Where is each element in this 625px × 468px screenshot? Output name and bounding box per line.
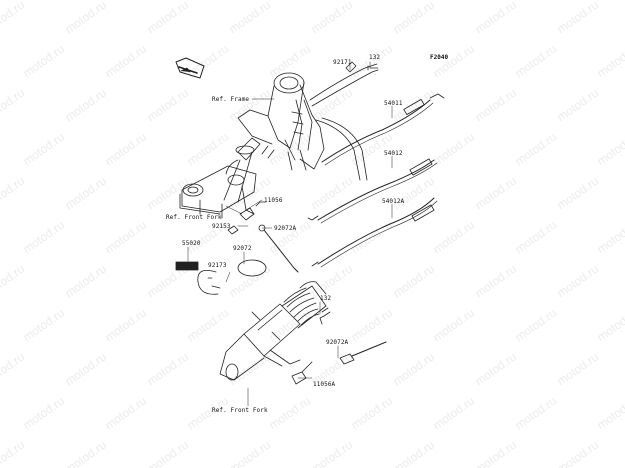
label-ref-front-fork-top: Ref. Front Fork <box>166 214 222 221</box>
label-54011: 54011 <box>384 100 403 107</box>
front-arrow-icon <box>175 57 205 79</box>
label-ref-front-fork-bottom: Ref. Front Fork <box>212 407 268 414</box>
label-55020: 55020 <box>182 240 201 247</box>
label-54012a: 54012A <box>382 198 405 205</box>
label-55020-swatch <box>175 261 199 271</box>
frame-steering-head <box>237 63 379 181</box>
label-11056: 11056 <box>264 197 283 204</box>
label-132-bottom: 132 <box>320 295 332 302</box>
figure-code: F2040 <box>430 54 449 61</box>
label-92072a-top: 92072A <box>274 225 297 232</box>
leader-lines <box>187 61 393 407</box>
label-132-top: 132 <box>369 54 381 61</box>
label-ref-frame: Ref. Frame <box>212 96 250 103</box>
label-11056a: 11056A <box>313 381 336 388</box>
label-92171: 92171 <box>333 59 352 66</box>
label-92173: 92173 <box>208 262 227 269</box>
label-92153: 92153 <box>212 223 231 230</box>
label-92072a-bottom: 92072A <box>326 339 349 346</box>
steering-stem-and-yoke <box>179 137 261 219</box>
label-92072: 92072 <box>233 245 252 252</box>
control-cables <box>307 93 445 268</box>
lower-fork-leg <box>219 281 327 381</box>
label-54012: 54012 <box>384 150 403 157</box>
